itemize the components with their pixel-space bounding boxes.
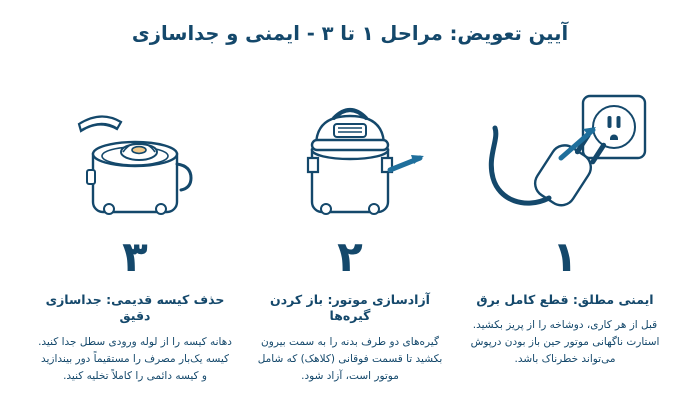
steps-container: ۱ ایمنی مطلق: قطع کامل برق قبل از هر کار… <box>0 78 700 398</box>
step-3: ۳ حذف کیسه قدیمی: جداسازی دقیق دهانه کیس… <box>28 78 243 385</box>
step-3-body: دهانه کیسه را از لوله ورودی سطل جدا کنید… <box>38 335 232 382</box>
step-2-heading: آزادسازی موتور: باز کردن گیره‌ها <box>270 292 430 324</box>
vacuum-bag-removal-icon <box>77 115 193 215</box>
step-2-body: گیره‌های دو طرف بدنه را به سمت بیرون بکش… <box>257 335 443 382</box>
step-3-heading: حذف کیسه قدیمی: جداسازی دقیق <box>45 292 225 324</box>
step-2: ۲ آزادسازی موتور: باز کردن گیره‌ها گیره‌… <box>243 78 458 385</box>
plug-outlet-icon <box>488 94 647 207</box>
vacuum-open-bag-illustration <box>35 78 235 218</box>
step-1-number: ۱ <box>552 232 578 281</box>
vacuum-latches-illustration <box>250 78 450 218</box>
step-2-number: ۲ <box>337 232 363 281</box>
step-1: ۱ ایمنی مطلق: قطع کامل برق قبل از هر کار… <box>458 78 673 368</box>
power-plug-outlet-illustration <box>465 78 665 218</box>
step-1-heading: ایمنی مطلق: قطع کامل برق <box>476 292 654 307</box>
step-3-number: ۳ <box>122 232 148 281</box>
page-title: آیین تعویض: مراحل ۱ تا ۳ - ایمنی و جداسا… <box>131 22 569 45</box>
vacuum-latch-icon <box>306 108 424 215</box>
step-1-body: قبل از هر کاری، دوشاخه را از پریز بکشید.… <box>470 319 660 366</box>
